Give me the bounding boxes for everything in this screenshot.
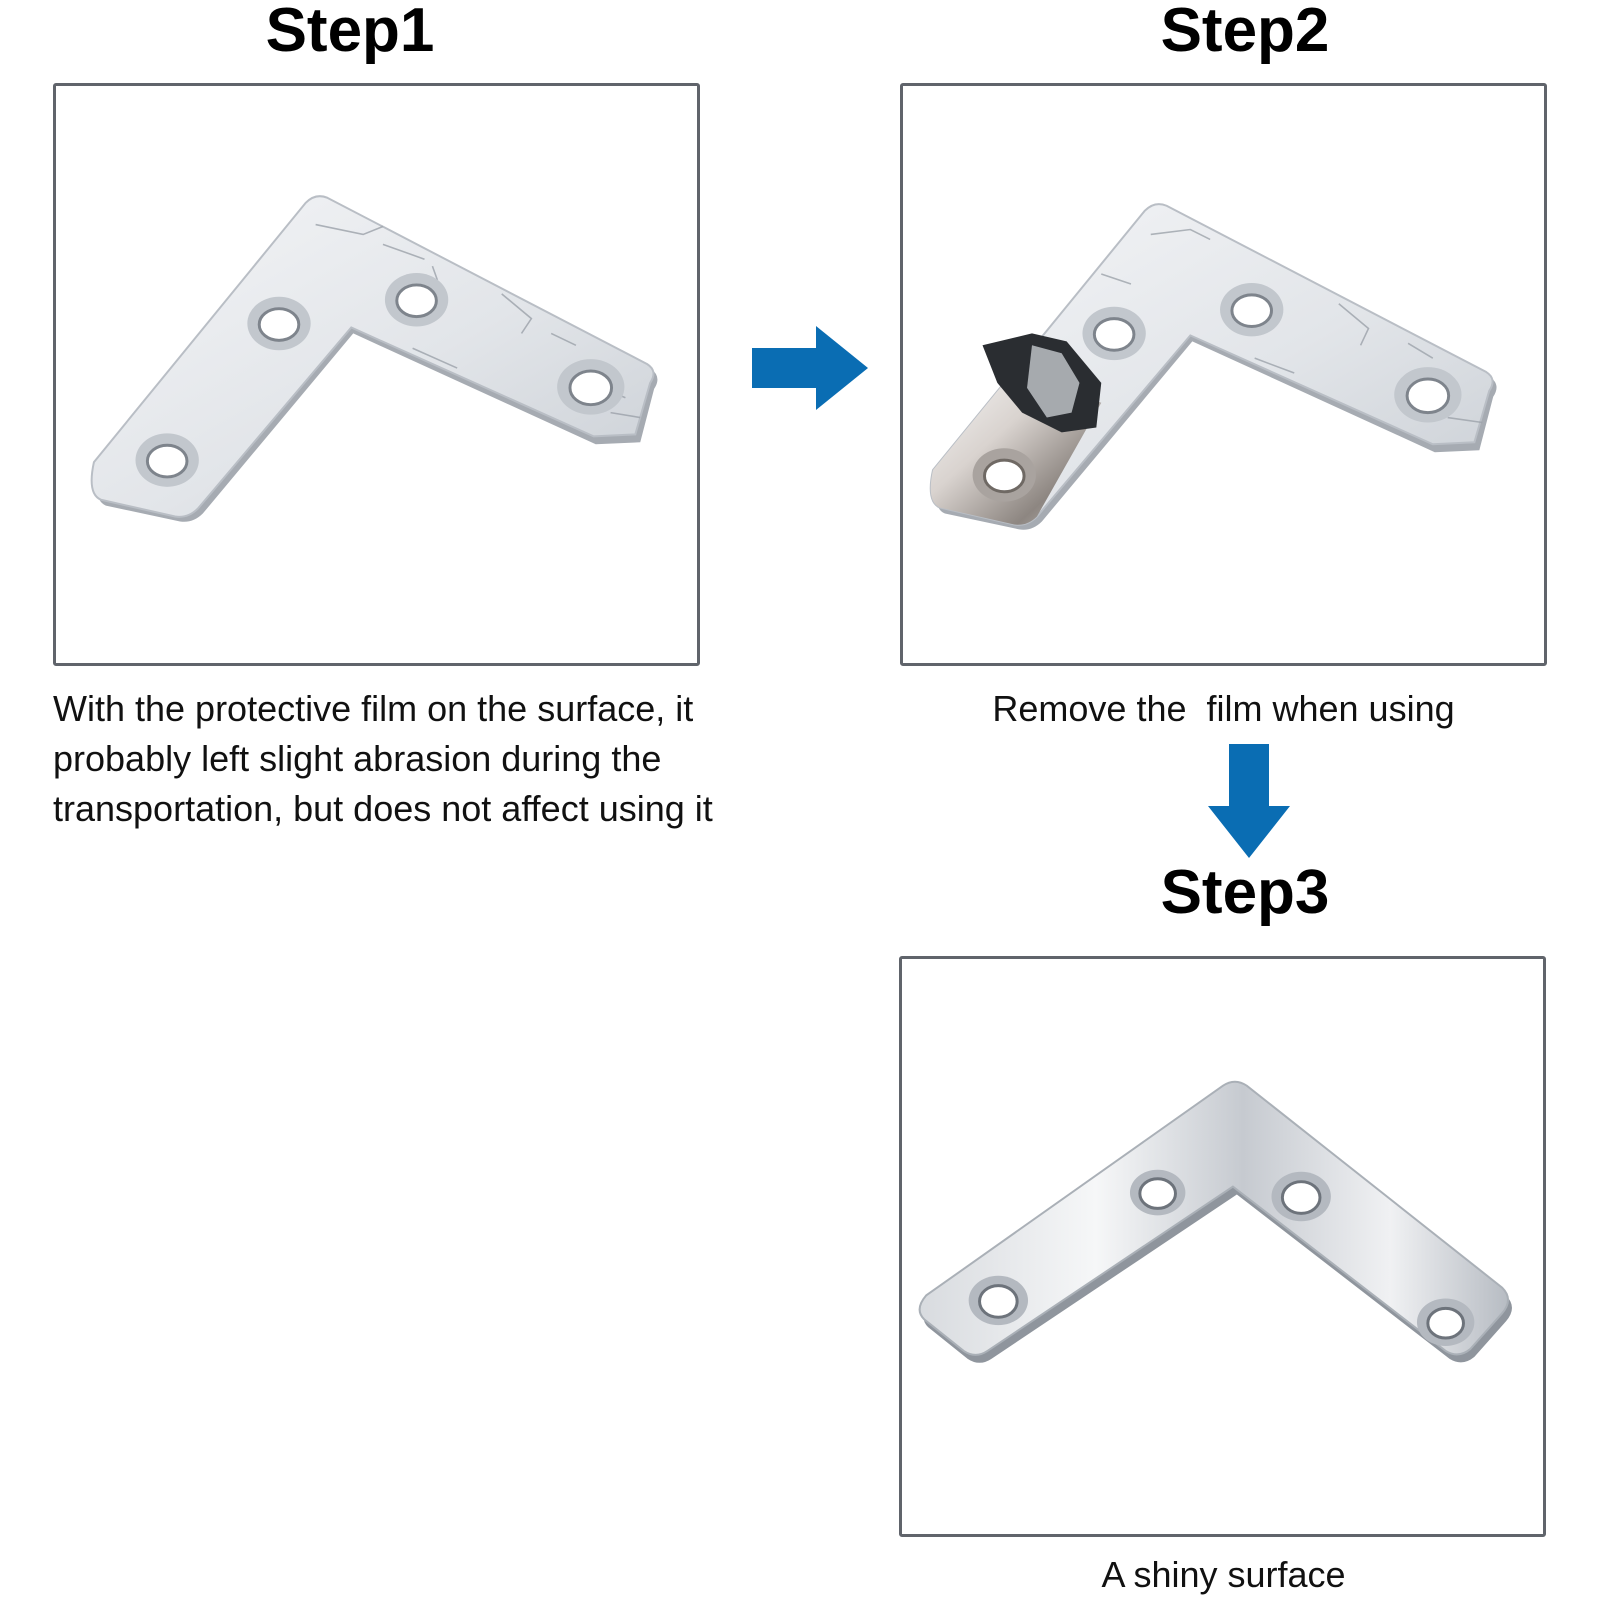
l-bracket-with-film-icon — [90, 195, 658, 522]
step2-caption: Remove the film when using — [992, 688, 1455, 729]
bracket-holes — [968, 1169, 1475, 1346]
step3-caption: A shiny surface — [1101, 1554, 1346, 1595]
step2-title: Step2 — [1160, 0, 1330, 65]
step1-image-frame — [53, 83, 700, 666]
step2-image-frame — [900, 83, 1547, 666]
step1-caption: With the protective film on the surface,… — [53, 688, 713, 829]
step1-title: Step1 — [265, 0, 435, 65]
arrow-right-icon — [752, 326, 868, 410]
step3-image-frame — [899, 956, 1546, 1537]
arrow-down-icon — [1208, 744, 1290, 858]
bracket-holes — [972, 282, 1462, 502]
l-bracket-peeling-film-icon — [929, 203, 1497, 530]
l-bracket-shiny-icon — [918, 1080, 1512, 1363]
step3-title: Step3 — [1160, 858, 1330, 927]
bracket-holes — [135, 273, 625, 487]
